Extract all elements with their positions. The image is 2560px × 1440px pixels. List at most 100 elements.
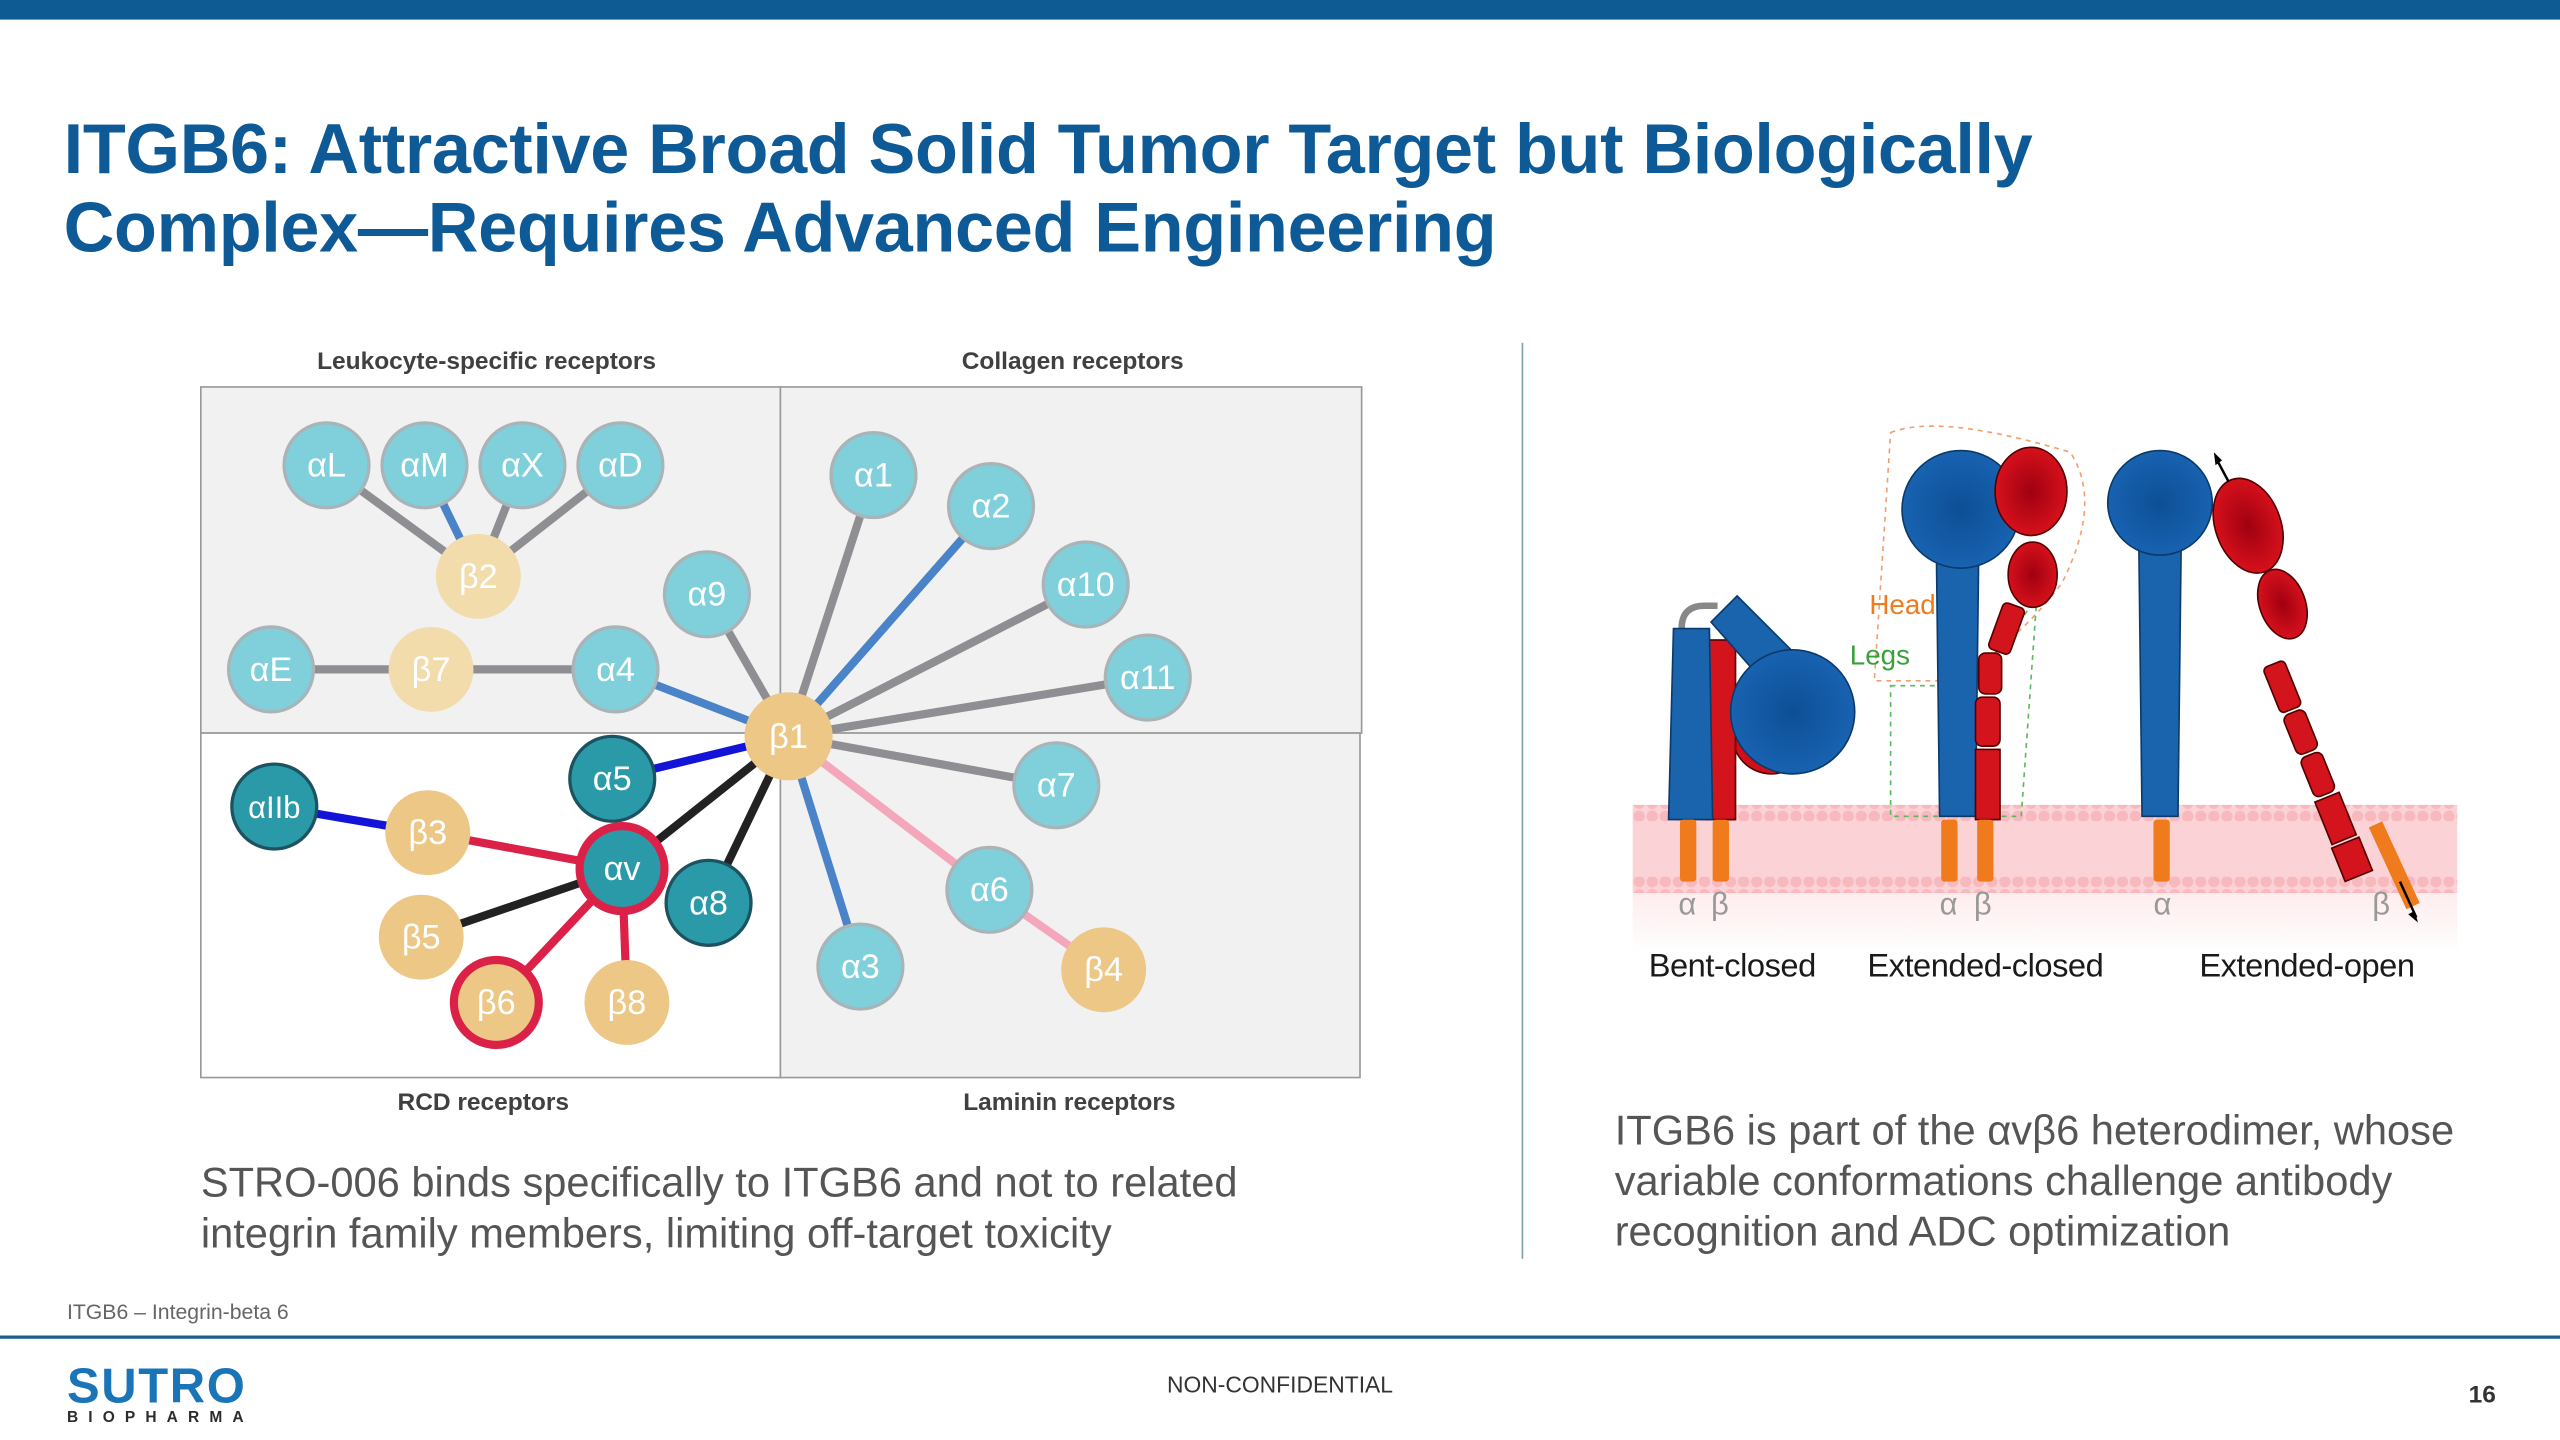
node-label: α3 — [841, 948, 880, 986]
node-b8: β8 — [584, 959, 670, 1045]
node-aL: αL — [282, 421, 371, 510]
edge-a11-b1 — [787, 673, 1149, 741]
node-circle — [829, 431, 918, 520]
node-circle — [380, 421, 469, 510]
node-circle — [568, 734, 657, 823]
node-a2: α2 — [946, 462, 1036, 551]
node-label: β3 — [408, 814, 447, 852]
node-b2: β2 — [435, 533, 521, 619]
node-b5: β5 — [378, 894, 464, 980]
node-circle — [946, 462, 1036, 551]
node-aD: αD — [576, 421, 665, 510]
page-number: 16 — [2468, 1381, 2496, 1409]
right-caption-line-2: variable conformations challenge antibod… — [1614, 1159, 2393, 1205]
beta-label: β — [1974, 886, 1992, 921]
node-circle — [230, 762, 319, 851]
node-circle — [1061, 927, 1147, 1013]
node-a10: α10 — [1041, 540, 1130, 629]
right-caption-line-1: ITGB6 is part of the αvβ6 heterodimer, w… — [1614, 1108, 2455, 1155]
node-circle — [816, 922, 905, 1011]
node-a4: α4 — [571, 625, 660, 714]
label-laminin-receptors: Laminin receptors — [963, 1088, 1176, 1117]
node-circle — [1103, 633, 1192, 722]
node-label: α7 — [1037, 767, 1076, 805]
node-label: β2 — [459, 558, 498, 596]
cell-membrane — [1632, 804, 2458, 956]
node-aX: αX — [478, 421, 567, 510]
label-rcd-receptors: RCD receptors — [397, 1088, 570, 1117]
node-circle — [662, 550, 752, 639]
node-b7: β7 — [388, 626, 474, 712]
node-circle — [478, 421, 567, 510]
node-aIIb: αIIb — [230, 762, 319, 851]
node-label: α8 — [689, 884, 728, 922]
node-circle — [1012, 741, 1101, 830]
node-circle — [378, 894, 464, 980]
node-label: αL — [307, 447, 346, 485]
node-circle — [744, 692, 833, 781]
node-label: β4 — [1084, 951, 1123, 989]
node-label: β7 — [412, 651, 451, 689]
extended-open-integrin — [2106, 449, 2420, 923]
alpha-label: α — [2153, 886, 2171, 921]
node-circle — [388, 626, 474, 712]
node-av: αv — [575, 822, 669, 916]
node-circle — [575, 822, 669, 916]
confidentiality-label: NON-CONFIDENTIAL — [1166, 1371, 1394, 1398]
node-label: αE — [250, 651, 293, 689]
alpha-label: α — [1678, 886, 1696, 921]
state-label-extended-closed: Extended-closed — [1867, 948, 2104, 985]
logo-sub: BIOPHARMA — [66, 1408, 254, 1427]
node-label: β5 — [402, 919, 441, 957]
node-a8: α8 — [664, 858, 753, 947]
node-a7: α7 — [1012, 741, 1101, 830]
title-line-2: Complex—Requires Advanced Engineering — [63, 189, 1497, 268]
node-label: αIIb — [248, 790, 300, 825]
right-caption-line-3: recognition and ADC optimization — [1614, 1209, 2231, 1256]
node-circle — [435, 533, 521, 619]
title-line-1: ITGB6: Attractive Broad Solid Tumor Targ… — [63, 111, 2033, 190]
edge-a10-b1 — [786, 580, 1088, 740]
legs-label: Legs — [1850, 639, 1910, 670]
state-label-extended-open: Extended-open — [2199, 948, 2415, 985]
node-label: α1 — [854, 457, 893, 495]
node-circle — [385, 790, 471, 876]
left-caption-line-1: STRO-006 binds specifically to ITGB6 and… — [200, 1160, 1238, 1207]
node-a6: α6 — [945, 845, 1034, 934]
edge-a1-b1 — [784, 473, 878, 738]
node-circle — [945, 845, 1034, 934]
footer-rule — [0, 1335, 2560, 1339]
node-circle — [226, 625, 316, 714]
node-circle — [584, 959, 670, 1045]
node-label: α6 — [970, 871, 1009, 909]
label-leukocyte-receptors: Leukocyte-specific receptors — [317, 347, 656, 376]
head-label: Head — [1869, 589, 1935, 620]
node-a11: α11 — [1103, 633, 1192, 722]
node-label: α9 — [688, 576, 727, 614]
edge-a7-b1 — [787, 732, 1058, 790]
node-b4: β4 — [1061, 927, 1147, 1013]
label-collagen-receptors: Collagen receptors — [961, 347, 1184, 376]
node-label: α4 — [596, 651, 635, 689]
node-label: αD — [598, 447, 643, 485]
left-caption: STRO-006 binds specifically to ITGB6 and… — [201, 1159, 1238, 1260]
node-circle — [1041, 540, 1130, 629]
node-circle — [571, 625, 660, 714]
node-label: α2 — [972, 488, 1011, 526]
beta-label: β — [1711, 886, 1729, 921]
node-b3: β3 — [385, 790, 471, 876]
node-circle — [282, 421, 371, 510]
node-label: αX — [501, 447, 544, 485]
node-a3: α3 — [816, 922, 905, 1011]
node-b6: β6 — [449, 955, 543, 1049]
bent-closed-integrin — [1667, 594, 1856, 882]
extended-closed-integrin: Head Legs — [1850, 425, 2086, 882]
node-b1: β1 — [744, 692, 833, 781]
node-a9: α9 — [662, 550, 752, 639]
sutro-logo: SUTRO BIOPHARMA — [66, 1362, 254, 1427]
integrin-conformation-figure: Head Legs α β α — [1632, 425, 2458, 956]
node-label: αv — [604, 850, 642, 888]
